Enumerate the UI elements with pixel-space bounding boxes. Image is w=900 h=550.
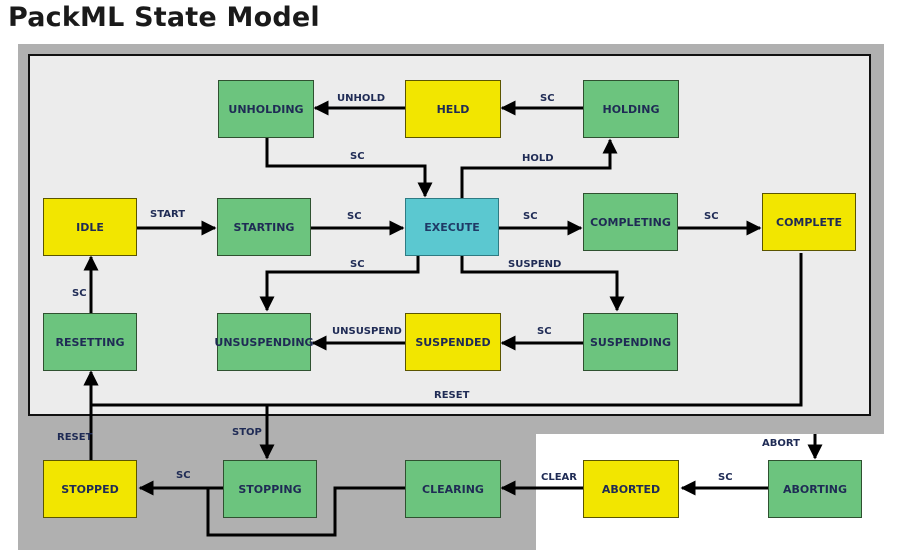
- state-resetting: RESETTING: [43, 313, 137, 371]
- label-sc-execute-completing: SC: [523, 211, 538, 222]
- label-clear: CLEAR: [541, 472, 577, 483]
- label-sc-holding-held: SC: [540, 93, 555, 104]
- state-clearing: CLEARING: [405, 460, 501, 518]
- label-sc-starting-execute: SC: [347, 211, 362, 222]
- page-title: PackML State Model: [8, 2, 320, 33]
- label-abort: ABORT: [762, 438, 800, 449]
- state-completing: COMPLETING: [583, 193, 678, 251]
- arrow-execute-holding: [460, 138, 618, 198]
- state-complete: COMPLETE: [762, 193, 856, 251]
- state-aborting: ABORTING: [768, 460, 862, 518]
- arrow-unholding-execute: [265, 138, 433, 198]
- label-sc-execute-unsuspending: SC: [350, 259, 365, 270]
- state-unsuspending: UNSUSPENDING: [214, 313, 314, 371]
- label-unhold: UNHOLD: [337, 93, 386, 104]
- label-hold: HOLD: [522, 153, 554, 164]
- state-idle: IDLE: [43, 198, 137, 256]
- arrow-execute-unsuspending: [259, 255, 420, 312]
- label-sc-suspending-suspended: SC: [537, 326, 552, 337]
- state-held: HELD: [405, 80, 501, 138]
- label-suspend: SUSPEND: [508, 259, 562, 270]
- arrow-execute-suspending: [460, 255, 625, 312]
- label-sc-completing-complete: SC: [704, 211, 719, 222]
- state-suspended: SUSPENDED: [405, 313, 501, 371]
- label-stop: STOP: [232, 427, 262, 438]
- label-reset-stopped: RESET: [57, 432, 93, 443]
- state-execute: EXECUTE: [405, 198, 499, 256]
- label-sc-aborting-aborted: SC: [718, 472, 733, 483]
- state-holding: HOLDING: [583, 80, 679, 138]
- state-stopping: STOPPING: [223, 460, 317, 518]
- state-aborted: ABORTED: [583, 460, 679, 518]
- label-reset-complete: RESET: [434, 390, 470, 401]
- line-clearing-stopped: [206, 486, 405, 537]
- state-starting: STARTING: [217, 198, 311, 256]
- label-sc-unholding-execute: SC: [350, 151, 365, 162]
- label-sc-resetting-idle: SC: [72, 288, 87, 299]
- label-start: START: [150, 209, 186, 220]
- label-sc-stopping-stopped: SC: [176, 470, 191, 481]
- state-stopped: STOPPED: [43, 460, 137, 518]
- state-suspending: SUSPENDING: [583, 313, 678, 371]
- state-unholding: UNHOLDING: [218, 80, 314, 138]
- label-unsuspend: UNSUSPEND: [332, 326, 402, 337]
